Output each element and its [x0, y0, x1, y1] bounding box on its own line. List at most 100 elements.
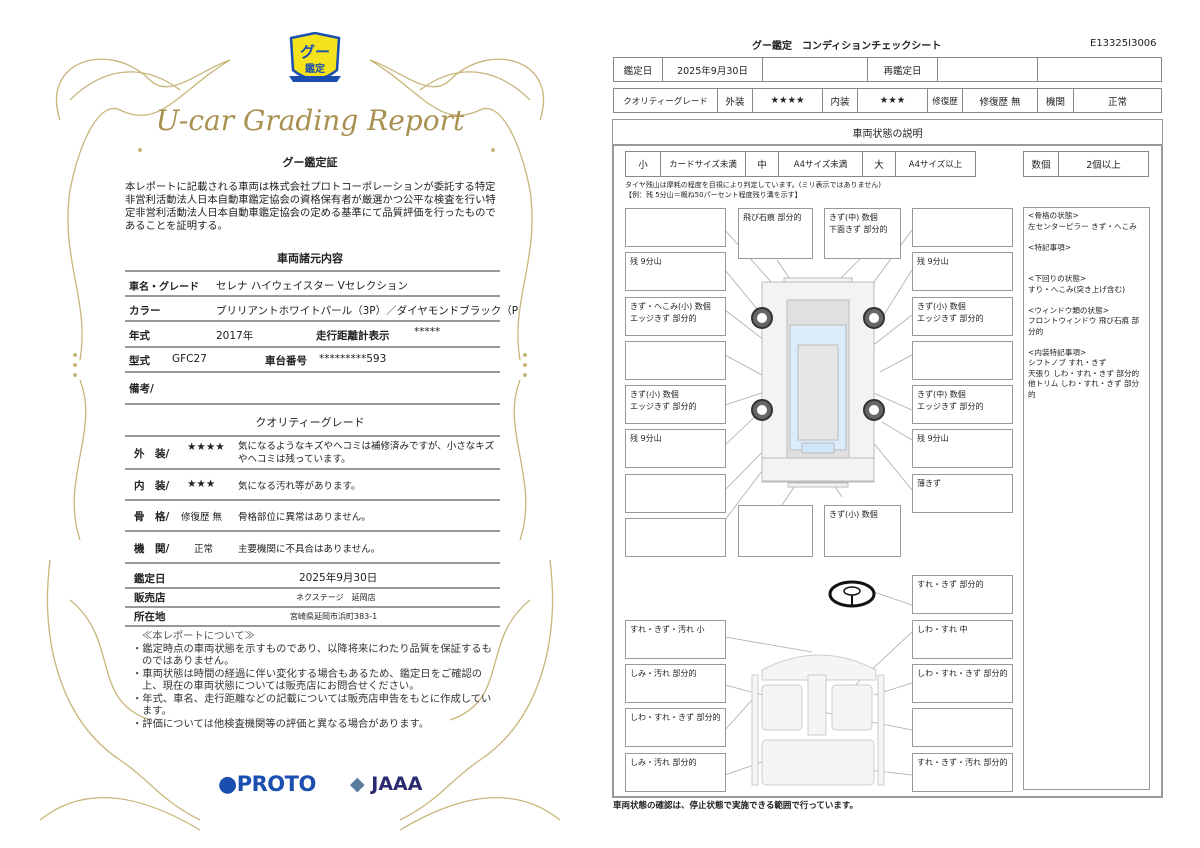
exterior-note-left — [625, 208, 726, 247]
car-top-view — [761, 277, 875, 488]
exterior-note-right: きず(中) 数個 エッジきず 部分的 — [912, 385, 1013, 424]
side-notes-panel: <骨格の状態> 左センターピラー きず・へこみ <特記事項> <下回りの状態> … — [1023, 207, 1150, 790]
frame-grade-label: 骨 格/ — [134, 511, 170, 523]
legend-size-small-desc: カードサイズ未満 — [660, 151, 746, 177]
exterior-value-cell: ★★★★ — [752, 88, 823, 113]
divider — [125, 295, 500, 297]
jaaa-logo: ◆ JAAA — [350, 773, 423, 795]
legend-size-medium-desc: A4サイズ未満 — [778, 151, 863, 177]
chassis-value: *********593 — [319, 353, 387, 365]
redate-value-cell — [937, 57, 1038, 82]
engine-value-cell: 正常 — [1073, 88, 1162, 113]
interior-note-left: しみ・汚れ 部分的 — [625, 753, 726, 792]
car-interior-view — [751, 654, 885, 786]
exterior-note-bottom: きず(小) 数個 — [824, 505, 901, 557]
interior-note-right: すれ・きず・汚れ 部分的 — [912, 753, 1013, 792]
proto-logo-text: PROTO — [236, 772, 317, 796]
divider — [125, 562, 500, 564]
appraisal-date-value: 2025年9月30日 — [299, 572, 378, 584]
repair-label-cell: 修復歴 — [927, 88, 963, 113]
certificate-heading: グー鑑定証 — [282, 156, 338, 169]
interior-note-left: しみ・汚れ 部分的 — [625, 664, 726, 703]
note-item: ・年式、車名、走行距離などの記載については販売店申告をもとに作成しています。 — [132, 692, 492, 718]
date-value-cell: 2025年9月30日 — [662, 57, 763, 82]
exterior-note-right — [912, 341, 1013, 380]
exterior-note-bottom — [738, 505, 813, 557]
legend-size-large: 大 — [862, 151, 896, 177]
vehicle-diagram — [724, 229, 913, 786]
shop-label: 販売店 — [134, 592, 166, 604]
interior-note-right — [912, 708, 1013, 747]
sheet-title: グー鑑定 コンディションチェックシート — [752, 41, 942, 52]
interior-grade-desc: 気になる汚れ等があります。 — [238, 481, 361, 492]
exterior-note-top: 飛び石痕 部分的 — [738, 208, 813, 259]
color-value: ブリリアントホワイトパール（3P）／ダイヤモンドブラック（P — [216, 305, 519, 317]
note-item: ・車両状態は時間の経過に伴い変化する場合もあるため、鑑定日をご確認の上、現在の車… — [132, 667, 483, 693]
grade-label-cell: クオリティーグレード — [613, 88, 718, 113]
divider — [125, 435, 500, 437]
divider — [125, 346, 500, 348]
legend-count: 数個 — [1023, 151, 1059, 177]
report-notes: ≪本レポートについて≫ ・鑑定時点の車両状態を示すものであり、以降将来にわたり品… — [118, 630, 498, 730]
divider — [125, 468, 500, 470]
sheet-footer-note: 車両状態の確認は、停止状態で実施できる範囲で行っています。 — [613, 801, 859, 811]
empty-cell — [762, 57, 868, 82]
interior-note-left: すれ・きず・汚れ 小 — [625, 620, 726, 659]
divider — [125, 270, 500, 272]
divider — [125, 625, 500, 627]
section-title: 車両状態の説明 — [613, 120, 1162, 146]
frame-grade-desc: 骨格部位に異常はありません。 — [238, 512, 371, 523]
exterior-note-left: きず・へこみ(小) 数個 エッジきず 部分的 — [625, 297, 726, 336]
goo-kantei-badge-logo: グー 鑑定 — [289, 32, 341, 82]
sheet-id: E13325I3006 — [1090, 38, 1157, 49]
exterior-note-top: きず(中) 数個 下面きず 部分的 — [824, 208, 901, 259]
proto-logo: ●PROTO — [218, 772, 316, 797]
exterior-note-left: 残 9分山 — [625, 429, 726, 468]
engine-grade-desc: 主要機関に不具合はありません。 — [238, 544, 381, 555]
exterior-note-right: 薄きず — [912, 474, 1013, 513]
note-item: ・評価については他検査機関等の評価と異なる場合があります。 — [132, 717, 430, 730]
interior-grade-stars: ★★★ — [187, 478, 216, 490]
redate-label-cell: 再鑑定日 — [867, 57, 938, 82]
divider — [125, 403, 500, 405]
exterior-note-right: 残 9分山 — [912, 252, 1013, 291]
divider — [125, 530, 500, 532]
exterior-grade-stars: ★★★★ — [187, 441, 225, 453]
year-label: 年式 — [129, 330, 150, 342]
exterior-grade-desc: 気になるようなキズやヘコミは補修済みですが、小さなキズやヘコミは残っています。 — [238, 441, 495, 465]
tire-note: タイヤ残山は摩耗の程度を目視により判定しています。(ミリ表示ではありません) — [625, 181, 881, 189]
interior-note-right: すれ・きず 部分的 — [912, 575, 1013, 614]
divider — [125, 587, 500, 589]
legend-size-small: 小 — [625, 151, 661, 177]
interior-note-right: しわ・すれ 中 — [912, 620, 1013, 659]
legend-count-desc: 2個以上 — [1058, 151, 1149, 177]
legend-size-medium: 中 — [745, 151, 779, 177]
date-label-cell: 鑑定日 — [613, 57, 663, 82]
car-name-label: 車名・グレード — [129, 282, 199, 293]
steering-wheel-icon — [828, 580, 876, 608]
divider — [125, 320, 500, 322]
address-label: 所在地 — [134, 611, 166, 623]
interior-note-right: しわ・すれ・きず 部分的 — [912, 664, 1013, 703]
interior-value-cell: ★★★ — [857, 88, 928, 113]
appraisal-date-label: 鑑定日 — [134, 573, 166, 585]
specs-heading: 車両諸元内容 — [277, 252, 343, 265]
grading-certificate: グー 鑑定 U-car Grading Report グー鑑定証 本レポートに記… — [39, 32, 561, 831]
gold-ornament-frame — [39, 58, 561, 831]
exterior-note-left: きず(小) 数個 エッジきず 部分的 — [625, 385, 726, 424]
engine-label-cell: 機関 — [1037, 88, 1074, 113]
engine-grade-value: 正常 — [194, 544, 214, 555]
year-value: 2017年 — [216, 330, 254, 342]
divider — [125, 371, 500, 373]
exterior-note-right: きず(小) 数個 エッジきず 部分的 — [912, 297, 1013, 336]
mileage-value: ***** — [414, 326, 441, 338]
car-name-value: セレナ ハイウェイスター Vセレクション — [216, 280, 408, 292]
mileage-label: 走行距離計表示 — [316, 330, 390, 342]
exterior-note-right: 残 9分山 — [912, 429, 1013, 468]
exterior-note-left: 残 9分山 — [625, 252, 726, 291]
svg-text:鑑定: 鑑定 — [305, 62, 325, 75]
chassis-label: 車台番号 — [265, 355, 307, 367]
grade-heading: クオリティーグレード — [255, 416, 365, 429]
exterior-note-left — [625, 474, 726, 513]
tire-example-note: 【例：残 5分山＝概ね50パーセント程度残り溝を示す】 — [625, 191, 802, 199]
